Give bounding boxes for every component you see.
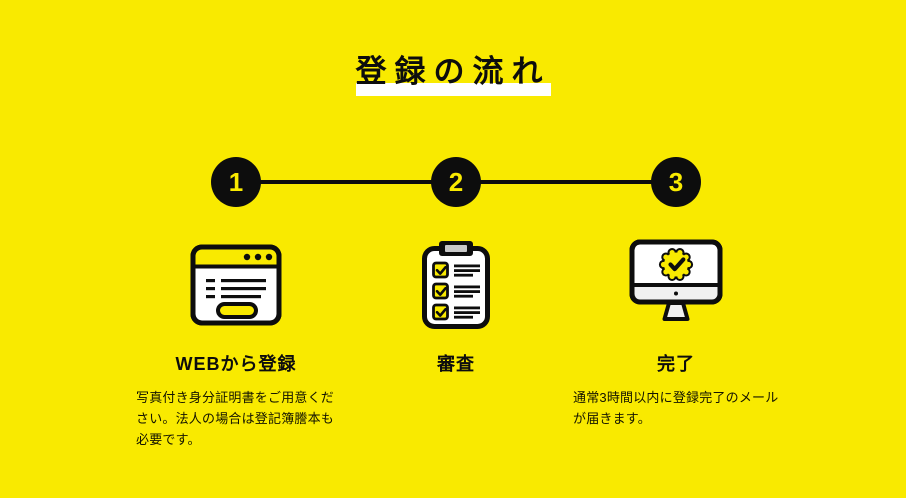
step-3-label: 完了	[657, 354, 695, 374]
step-1-number-badge: 1	[211, 157, 261, 207]
description-line: さい。法人の場合は登記簿謄本も	[136, 411, 335, 426]
step-3-number: 3	[668, 166, 684, 197]
description-line: 写真付き身分証明書をご用意くだ	[136, 390, 335, 405]
step-1-label: WEBから登録	[175, 354, 297, 374]
step-3-number-badge: 3	[651, 157, 701, 207]
step-3-column: 完了 通常3時間以内に登録完了のメール が届きます。	[566, 235, 786, 429]
step-3-description: 通常3時間以内に登録完了のメール が届きます。	[573, 387, 779, 429]
browser-window-icon	[126, 235, 346, 335]
step-1-number: 1	[228, 166, 244, 197]
step-2-label: 審査	[437, 354, 475, 374]
clipboard-checklist-icon	[346, 235, 566, 335]
step-2-number: 2	[448, 166, 464, 197]
step-2-column: 審査	[346, 235, 566, 387]
monitor-approved-icon	[566, 235, 786, 335]
step-1-description: 写真付き身分証明書をご用意くだ さい。法人の場合は登記簿謄本も 必要です。	[136, 387, 336, 450]
section-title-text: 登録の流れ	[355, 54, 551, 96]
description-line: が届きます。	[573, 411, 651, 426]
step-1-column: WEBから登録 写真付き身分証明書をご用意くだ さい。法人の場合は登記簿謄本も …	[126, 235, 346, 450]
description-line: 通常3時間以内に登録完了のメール	[573, 390, 779, 405]
section-title: 登録の流れ	[0, 53, 906, 96]
description-line: 必要です。	[136, 432, 201, 447]
step-2-number-badge: 2	[431, 157, 481, 207]
